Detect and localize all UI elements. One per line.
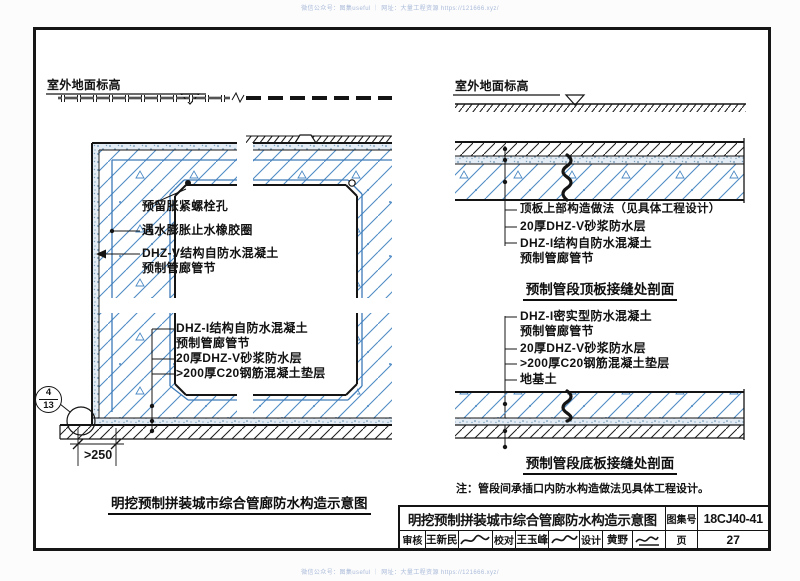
- title-block-title: 明挖预制拼装城市综合管廊防水构造示意图: [407, 512, 657, 528]
- roof-joint-drawing: [453, 94, 746, 246]
- floor-joint-drawing: [455, 316, 745, 450]
- designer-name: 黄野: [601, 531, 632, 548]
- label-roof-concrete-2: 预制管廊管节: [520, 251, 594, 265]
- detail-callout: 4 13: [35, 386, 62, 413]
- bolt-hole-circle-icon: [348, 179, 356, 187]
- elevation-mark-icon: [564, 94, 586, 106]
- label-floor-concrete-1: DHZ-I密实型防水混凝土: [520, 309, 652, 323]
- page-label: 页: [664, 531, 698, 548]
- checker-label: 校对: [491, 531, 516, 548]
- label-waterstop: 遇水膨胀止水橡胶圈: [142, 223, 253, 237]
- label-bolt-hole: 预留胀紧螺栓孔: [142, 199, 229, 213]
- segment-joint-seal: [561, 153, 573, 202]
- ground-line: [46, 91, 392, 144]
- signature-scribble-icon: [635, 535, 660, 546]
- label-cushion-floor: >200厚C20钢筋混凝土垫层: [520, 356, 670, 370]
- label-floor-concrete-2: 预制管廊管节: [520, 324, 594, 338]
- detail-sheet-number: 13: [43, 400, 54, 411]
- label-wall-concrete-2: 预制管廊管节: [142, 261, 216, 275]
- reviewer-label: 审核: [402, 536, 423, 547]
- title-block: 明挖预制拼装城市综合管廊防水构造示意图 图集号 18CJ40-41 审核 王新民…: [398, 505, 768, 548]
- label-base-concrete-1: DHZ-I结构自防水混凝土: [176, 321, 308, 335]
- signature-scribble-icon: [460, 534, 490, 544]
- left-drawing-caption: 明挖预制拼装城市综合管廊防水构造示意图: [108, 492, 371, 515]
- signature-scribble-icon: [550, 534, 578, 543]
- reviewer-name: 王新民: [424, 531, 458, 548]
- roof-joint-caption: 预制管段顶板接缝处剖面: [500, 278, 700, 301]
- atlas-number-label: 图集号: [664, 507, 698, 530]
- label-base-concrete-2: 预制管廊管节: [176, 336, 250, 350]
- label-top-construction: 顶板上部构造做法（见具体工程设计）: [520, 203, 721, 215]
- bolt-hole-dot-icon: [185, 180, 191, 186]
- segment-joint-seal: [561, 389, 573, 423]
- reviewer-signature: [457, 531, 492, 548]
- designer-label: 设计: [579, 531, 602, 548]
- label-cushion-left: >200厚C20钢筋混凝土垫层: [176, 366, 326, 380]
- dimension-text: >250: [84, 448, 113, 462]
- detail-number: 4: [45, 387, 52, 398]
- floor-joint-caption: 预制管段底板接缝处剖面: [500, 452, 700, 475]
- linework-canvas: [46, 91, 746, 466]
- label-mortar-layer-floor: 20厚DHZ-V砂浆防水层: [520, 341, 646, 355]
- left-section-drawing: [46, 91, 392, 466]
- label-subsoil: 地基土: [520, 372, 557, 386]
- right-ground-label: 室外地面标高: [455, 79, 529, 93]
- watermark-bottom: 微信公众号：图集useful ｜ 网址：大量工程资源 https://12166…: [301, 570, 499, 576]
- atlas-number-value: 18CJ40-41: [697, 507, 768, 530]
- checker-name: 王玉峰: [515, 531, 548, 548]
- designer-signature: [631, 531, 665, 548]
- watermark-top: 微信公众号：图集useful ｜ 网址：大量工程资源 https://12166…: [301, 6, 499, 12]
- label-mortar-layer-left: 20厚DHZ-V砂浆防水层: [176, 351, 302, 365]
- checker-signature: [548, 531, 579, 548]
- left-ground-label: 室外地面标高: [47, 78, 121, 92]
- detail-region-circle: [66, 406, 96, 436]
- label-roof-concrete-1: DHZ-I结构自防水混凝土: [520, 236, 652, 250]
- label-mortar-layer-roof: 20厚DHZ-V砂浆防水层: [520, 219, 646, 233]
- detail-divider: [39, 399, 58, 400]
- label-wall-concrete-1: DHZ-V结构自防水混凝土: [142, 246, 279, 260]
- leader-arrow-icon: [96, 249, 106, 259]
- dimension-250: [70, 428, 124, 466]
- break-mark-icon: [231, 91, 245, 104]
- note-text: 注：管段间承插口内防水构造做法见具体工程设计。: [456, 483, 709, 495]
- page-number: 27: [697, 531, 768, 548]
